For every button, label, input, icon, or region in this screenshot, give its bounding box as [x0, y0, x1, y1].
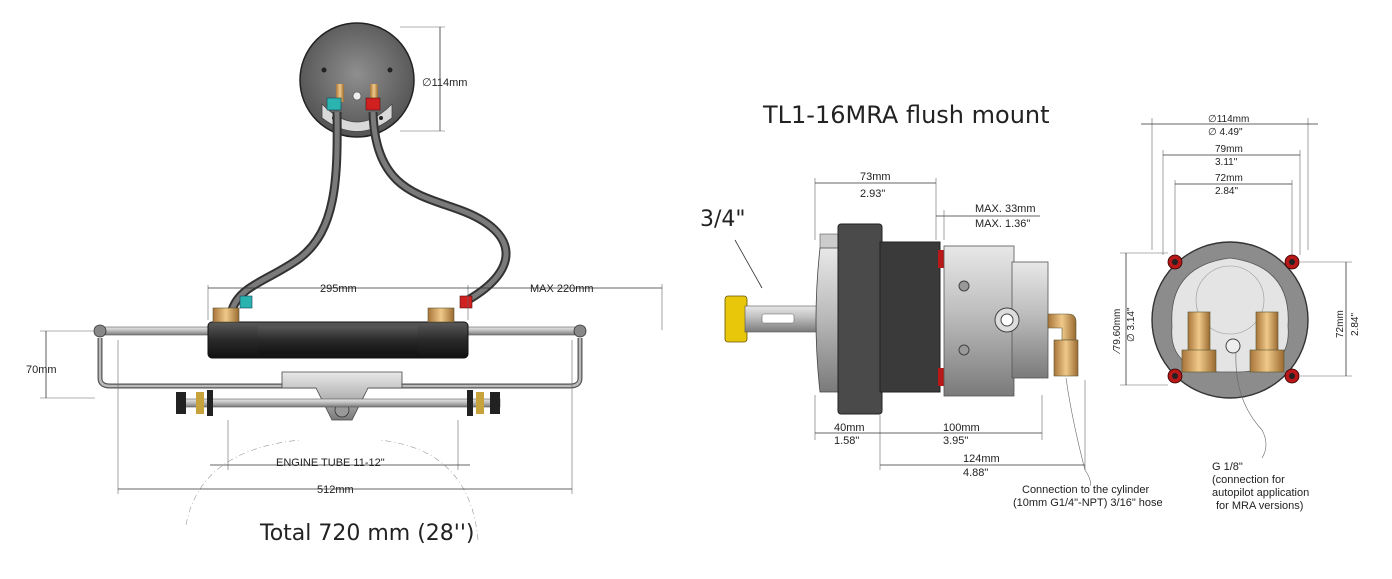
left-assembly-view: ∅114mm: [26, 22, 663, 546]
max-33mm: MAX. 33mm: [975, 203, 1036, 215]
dim-73in: 2.93": [860, 188, 885, 200]
dim-100in: 3.95": [943, 435, 968, 447]
front-v72in: 2.84": [1350, 313, 1361, 336]
front-d114mm: ∅114mm: [1208, 114, 1249, 125]
overall-width-label: 512mm: [317, 484, 354, 496]
hydraulic-hoses: [227, 111, 511, 312]
front-v72mm: 72mm: [1335, 310, 1346, 338]
dim-40mm: 40mm: [834, 422, 865, 434]
dim-124mm: 124mm: [963, 453, 1000, 465]
dim-73mm: 73mm: [860, 171, 891, 183]
height-label: 70mm: [26, 364, 57, 376]
total-length-label: Total 720 mm (28''): [259, 521, 474, 546]
front-d79mm: 79mm: [1215, 144, 1243, 155]
g-note-line4: for MRA versions): [1216, 500, 1303, 512]
engine-tube-label: ENGINE TUBE 11-12": [276, 457, 385, 469]
dim-100mm: 100mm: [943, 422, 980, 434]
max-extension-label: MAX 220mm: [530, 283, 594, 295]
dim-40in: 1.58": [834, 435, 859, 447]
max-136in: MAX. 1.36": [975, 218, 1030, 230]
front-d72in: 2.84": [1215, 186, 1238, 197]
front-pcd-in: ∅ 3.14": [1126, 307, 1137, 342]
mount-bracket: [281, 371, 403, 421]
mount-flange: [837, 223, 883, 415]
shaft-size-label: 3/4": [700, 207, 746, 232]
g-note-line1: G 1/8": [1212, 461, 1243, 473]
port-fitting-left: [1187, 311, 1211, 353]
port-fitting-right: [1255, 311, 1279, 353]
elbow-fitting: [1047, 313, 1077, 341]
cylinder-note-line2: (10mm G1/4"-NPT) 3/16" hose: [1013, 497, 1163, 509]
front-d114in: ∅ 4.49": [1208, 127, 1243, 138]
front-d79in: 3.11": [1215, 157, 1238, 168]
page-title: TL1-16MRA flush mount: [762, 101, 1050, 129]
dim-124in: 4.88": [963, 467, 988, 479]
mounting-holes: [1167, 254, 1300, 384]
shaft-nut: [724, 295, 748, 343]
front-view: ∅114mm ∅ 4.49" 79mm 3.11" 72mm 2.84" ∕79…: [1112, 114, 1361, 512]
front-pcd-mm: ∕79.60mm: [1112, 309, 1123, 355]
pump-head-top: [299, 22, 415, 138]
cylinder-note-line1: Connection to the cylinder: [1022, 484, 1150, 496]
side-view: 3/4" 73mm 2.93" MAX. 33mm MAX. 1.36": [700, 171, 1163, 509]
hole-spacing-label: 295mm: [320, 283, 357, 295]
g-note-line2: (connection for: [1212, 474, 1285, 486]
head-diameter-label: ∅114mm: [422, 77, 467, 89]
g-note-line3: autopilot application: [1212, 487, 1309, 499]
front-d72mm: 72mm: [1215, 173, 1243, 184]
